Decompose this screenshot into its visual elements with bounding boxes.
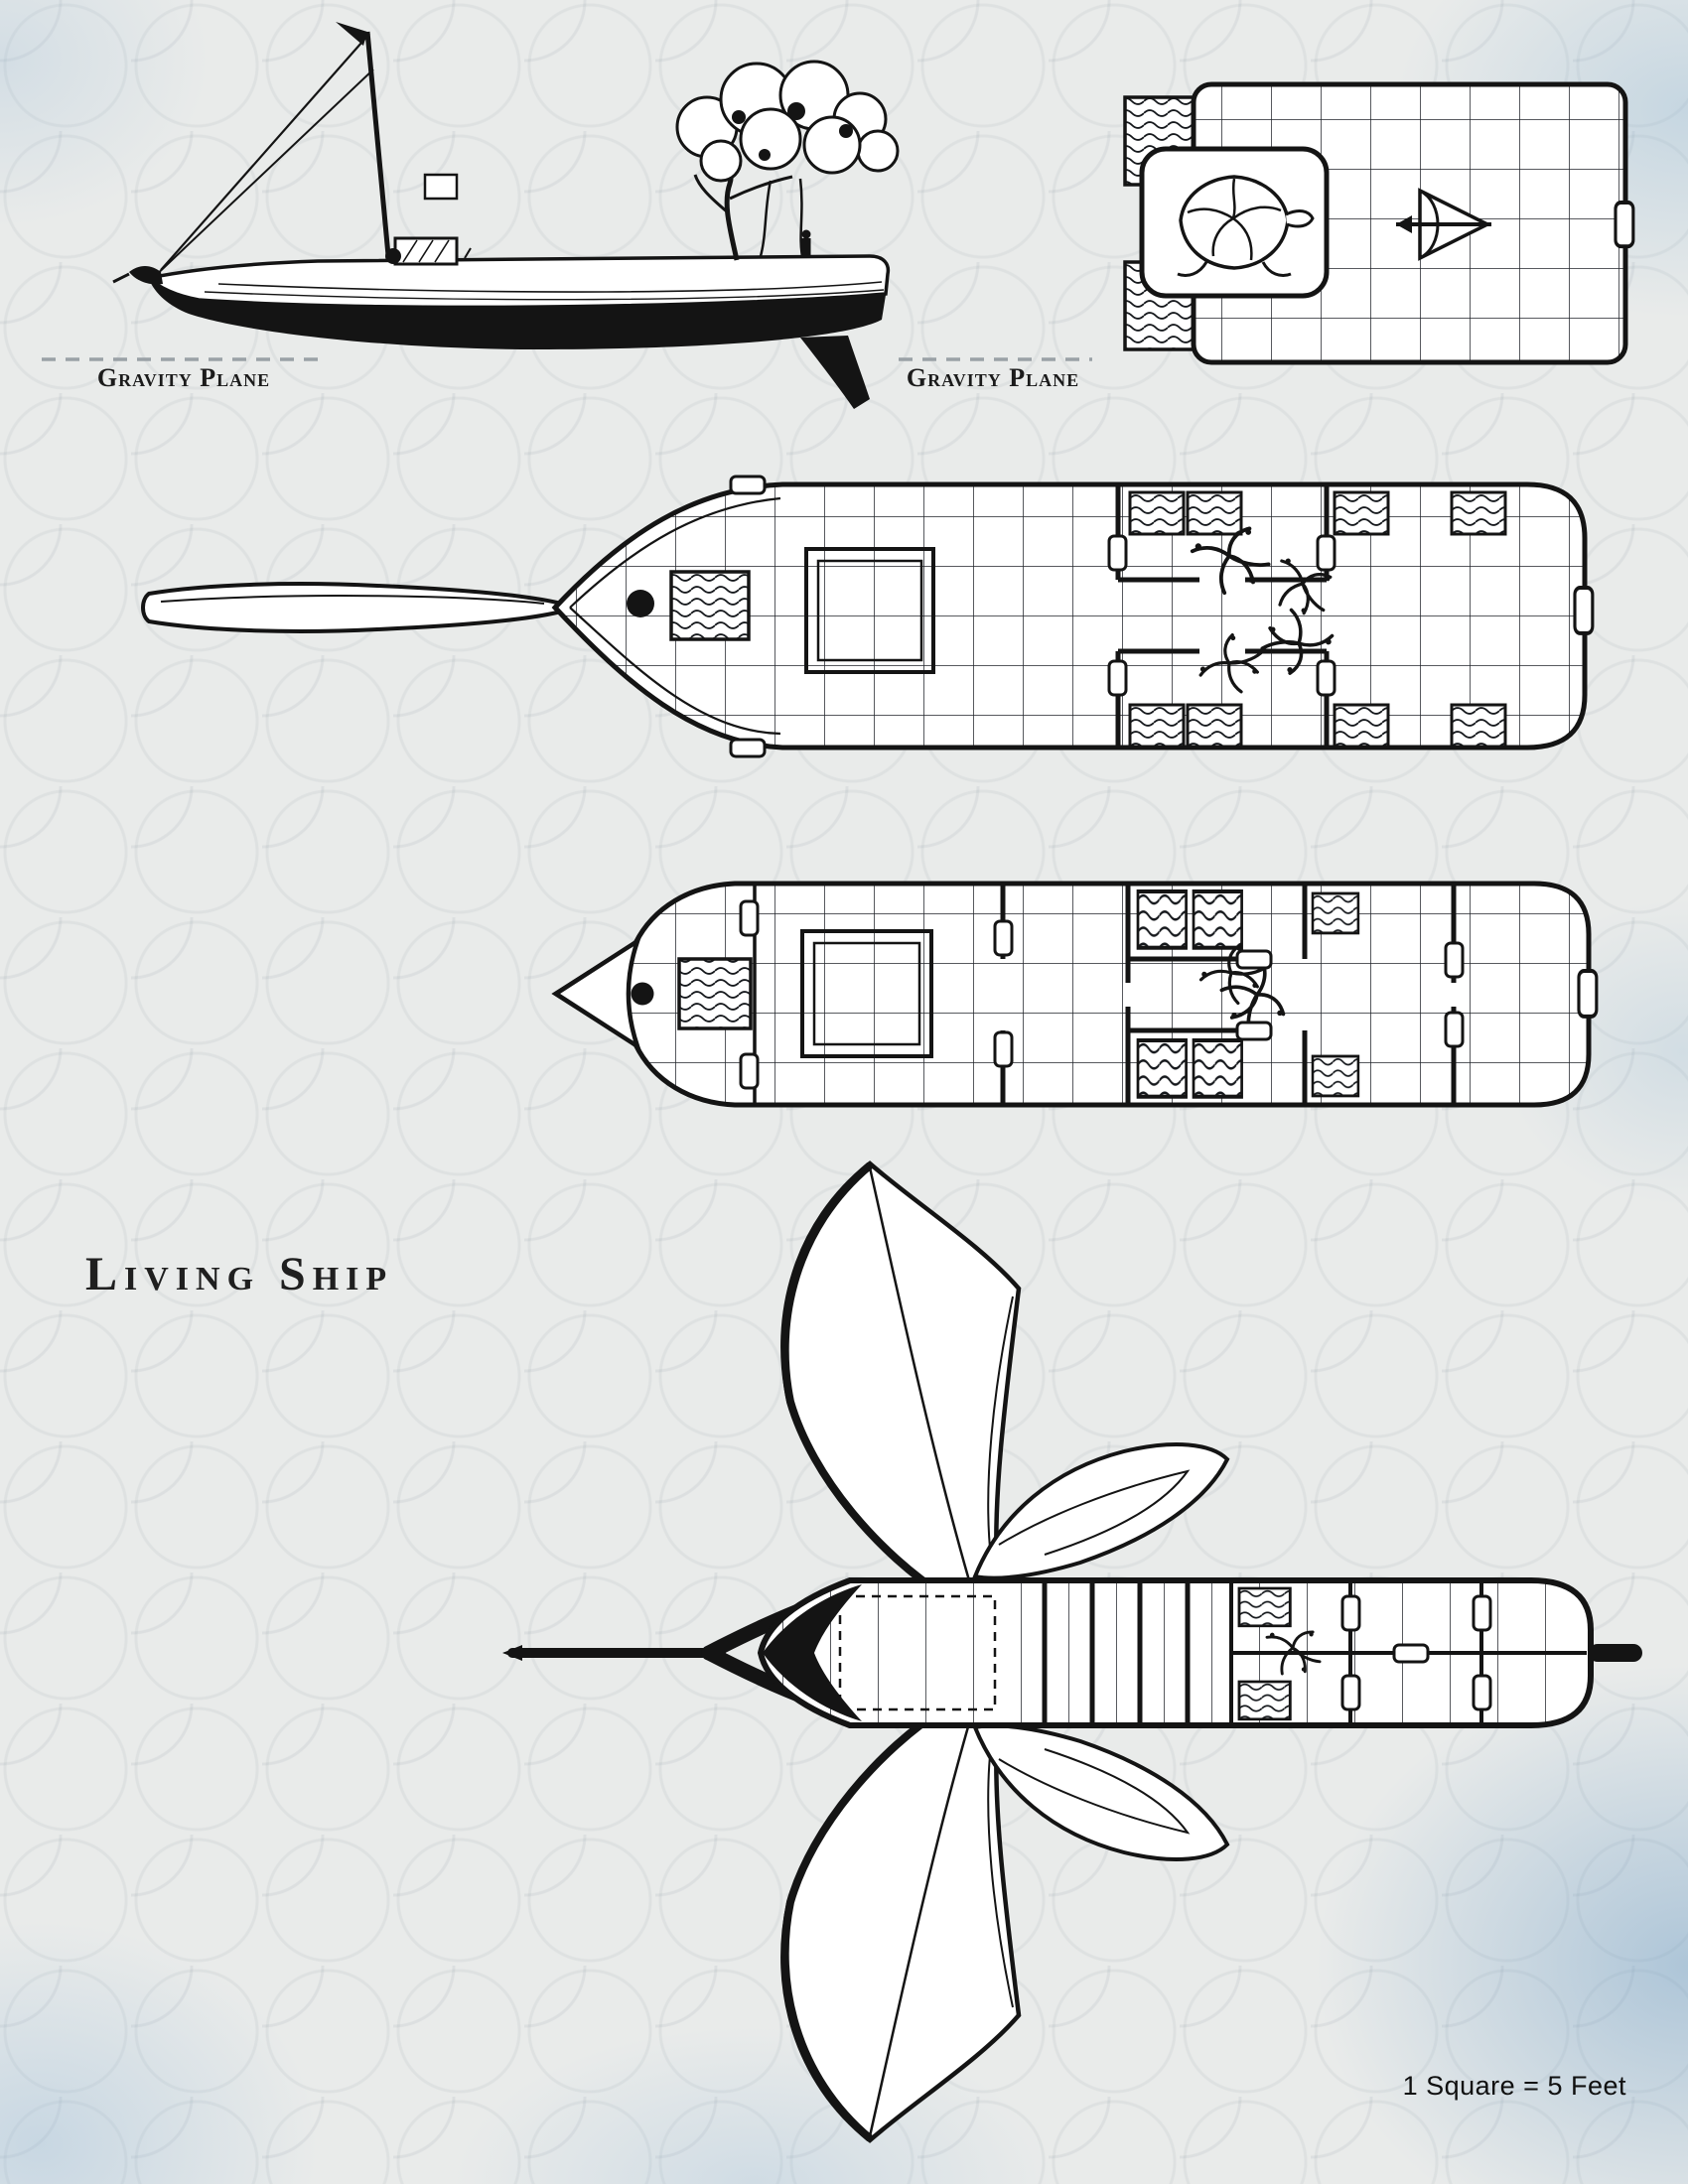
- mast-hole: [631, 982, 654, 1006]
- gravity-plane-label-right: Gravity Plane: [906, 363, 1080, 392]
- companionway: [669, 570, 751, 641]
- hatch-handle: [1614, 201, 1635, 249]
- cargo-hatch: [804, 547, 935, 674]
- below-deck-outline: [838, 1594, 997, 1711]
- scale-note: 1 Square = 5 Feet: [1402, 2071, 1626, 2101]
- hull-ribs: [1042, 1582, 1191, 1723]
- cargo-hatch: [800, 929, 933, 1058]
- gravity-plane-label-left: Gravity Plane: [96, 363, 271, 392]
- cabin-walls: [1115, 486, 1330, 746]
- upper-wing: [782, 1163, 1227, 1596]
- prow-point: [551, 935, 642, 1052]
- exterior-hull: [757, 1577, 1594, 1728]
- creature: [1177, 175, 1315, 277]
- stern-handle: [1579, 971, 1597, 1017]
- aft-deck-plan: [1123, 81, 1635, 365]
- stern-spike: [1589, 1644, 1642, 1662]
- lower-deck-plan: [551, 881, 1597, 1108]
- companionway: [677, 957, 753, 1030]
- lower-wing: [782, 1707, 1227, 2140]
- keel-fin: [800, 336, 870, 409]
- tail-spar: [141, 582, 559, 633]
- stern-handle: [1575, 588, 1593, 633]
- mast-hole: [627, 590, 654, 617]
- exterior-top-view: [502, 1163, 1642, 2140]
- main-deck-plan: [141, 475, 1593, 758]
- ballista: [1396, 188, 1491, 261]
- figure-silhouette: [801, 229, 811, 256]
- prow-figurehead: [129, 266, 163, 285]
- mast: [364, 31, 392, 267]
- side-elevation-view: [112, 22, 900, 409]
- page-title: Living Ship: [85, 1248, 394, 1300]
- bonsai-tree: [675, 60, 900, 261]
- hull-side: [145, 254, 891, 310]
